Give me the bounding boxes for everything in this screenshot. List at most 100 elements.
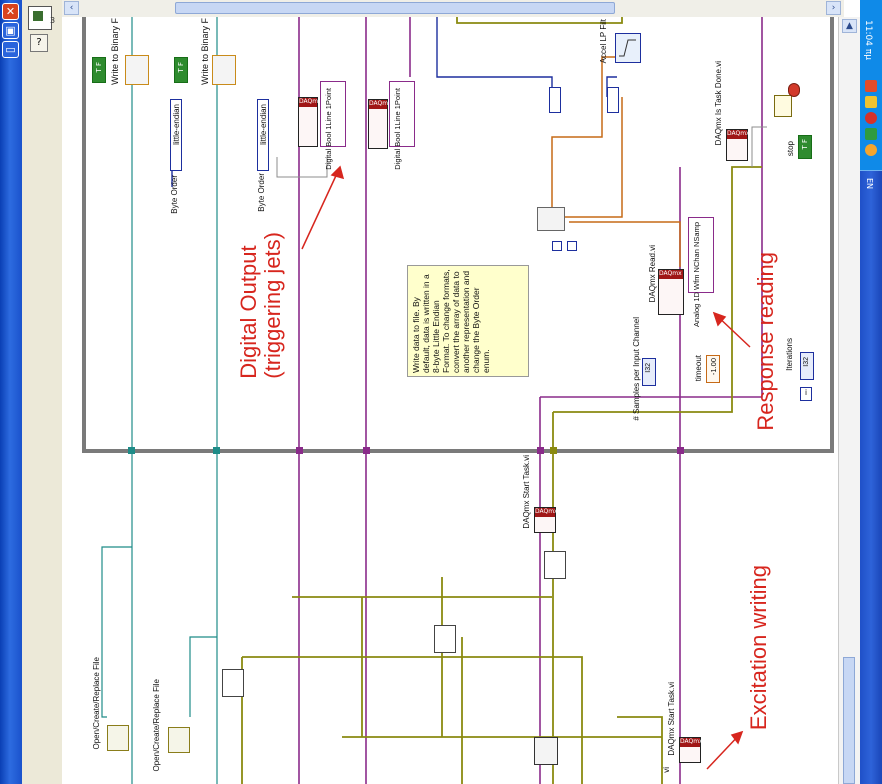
merge-errors-node-2[interactable] [434, 625, 456, 653]
daqmx-tag-read: DAQmx [659, 270, 683, 279]
daqmx-tag-1: DAQmx [299, 98, 322, 107]
index-node-1[interactable] [549, 87, 561, 113]
excitation-writing-annotation: Excitation writing [746, 565, 771, 731]
timeout-label: timeout [694, 355, 703, 382]
language-indicator[interactable]: EN [865, 178, 874, 190]
window-title-bar[interactable]: ✕ ▣ ▭ [0, 0, 22, 784]
stop-tf-constant[interactable]: T F [798, 135, 812, 159]
samples-per-channel-label: # Samples per Input Channel [632, 317, 641, 421]
digital-bool-selector-2[interactable]: Digital Bool 1Line 1Point [389, 81, 415, 170]
tray-icon-3[interactable] [865, 112, 877, 124]
iteration-terminal[interactable]: i [800, 387, 812, 401]
daqmx-start-task-node-1[interactable]: DAQmx [534, 507, 558, 533]
open-create-replace-node-1[interactable] [107, 725, 129, 751]
byte-order-label-1: Byte Order [170, 175, 179, 214]
open-create-replace-node-2[interactable] [168, 727, 190, 753]
daqmx-tag-start-2: DAQmx [680, 738, 703, 747]
daqmx-tag-start-1: DAQmx [535, 508, 558, 517]
horizontal-scrollbar[interactable]: ‹ › [62, 0, 844, 18]
timeout-constant[interactable]: -1.00 [706, 355, 720, 383]
daqmx-read-node[interactable]: DAQmx [658, 269, 684, 315]
index-node-2[interactable] [607, 87, 619, 113]
block-diagram-canvas[interactable]: Write data to file. By default, data is … [62, 17, 838, 784]
stop-label: stop [786, 141, 795, 157]
digital-bool-selector-1[interactable]: Digital Bool 1Line 1Point [320, 81, 346, 170]
samples-constant[interactable]: I32 [642, 358, 656, 386]
byte-order-value-1: little-endian [172, 104, 181, 145]
scroll-left-icon[interactable]: ‹ [64, 1, 79, 15]
minimize-icon[interactable]: ▭ [2, 41, 19, 58]
daqmx-tag-2: DAQmx [369, 100, 392, 109]
digital-bool-text-2: Digital Bool 1Line 1Point [393, 88, 402, 170]
timeout-value: -1.00 [709, 358, 718, 376]
tray-icon-2[interactable] [865, 96, 877, 108]
analog-1d-wfm-text: Analog 1D Wfm NChan NSamp [692, 222, 701, 328]
stop-tf-text: T F [801, 139, 809, 150]
scroll-thumb[interactable] [175, 2, 615, 14]
daqmx-tag-done: DAQmx [727, 130, 750, 139]
write-data-note: Write data to file. By default, data is … [407, 265, 529, 377]
while-loop-frame[interactable] [82, 17, 834, 453]
daqmx-start-task-label-2: DAQmx Start Task.vi [667, 682, 676, 756]
or-function[interactable] [774, 95, 792, 117]
taskbar-clock[interactable]: 11:04 πμ [863, 20, 873, 60]
byte-order-label-2: Byte Order [257, 173, 266, 212]
note-text: Write data to file. By default, data is … [411, 269, 491, 373]
accel-lp-filt-node[interactable] [615, 33, 641, 63]
accel-lp-filt-label: Accel LP Filt [599, 19, 608, 64]
write-binary-label-1: Write to Binary F [110, 18, 120, 85]
tf-constant-1[interactable]: T F [92, 57, 106, 83]
byte-order-enum-1[interactable]: little-endian [170, 99, 182, 171]
tray-icon-5[interactable] [865, 144, 877, 156]
stop-terminal-icon[interactable] [788, 83, 800, 97]
help-icon[interactable]: ? [30, 34, 48, 52]
data-wires-orange [551, 56, 681, 267]
daqmx-is-task-done-label: DAQmx Is Task Done.vi [714, 61, 723, 146]
daqmx-start-task-node-2[interactable]: DAQmx [679, 737, 703, 763]
scroll-up-icon[interactable]: ▲ [842, 19, 857, 33]
merge-errors-node-1[interactable] [544, 551, 566, 579]
byte-order-enum-2[interactable]: little-endian [257, 99, 269, 171]
response-reading-annotation: Response reading [753, 252, 778, 431]
index-constant-0[interactable] [552, 241, 562, 251]
daqmx-read-label: DAQmx Read.vi [648, 245, 657, 303]
digital-bool-text-1: Digital Bool 1Line 1Point [324, 88, 333, 170]
tf-constant-2[interactable]: T F [174, 57, 188, 83]
vi-icon[interactable] [28, 6, 52, 30]
filter-response-icon [619, 39, 636, 57]
diagram-toolbar: 3 ? [22, 0, 63, 784]
write-node-lower[interactable] [534, 737, 558, 765]
index-constant-1[interactable] [567, 241, 577, 251]
build-array-node[interactable] [537, 207, 565, 231]
daqmx-is-task-done-node[interactable]: DAQmx [726, 129, 750, 161]
write-binary-node-1[interactable] [125, 55, 149, 85]
file-refnum-wires [101, 17, 218, 784]
daqmx-write-node-1[interactable]: DAQmx [298, 97, 322, 147]
digital-output-subtitle: (triggering jets) [260, 232, 285, 379]
vertical-scroll-thumb[interactable] [843, 657, 855, 784]
scroll-right-icon[interactable]: › [826, 1, 841, 15]
iterations-value: I32 [803, 357, 810, 367]
analog-1d-wfm-selector[interactable]: Analog 1D Wfm NChan NSamp [688, 217, 714, 327]
iterations-label: Iterations [785, 338, 794, 371]
tray-icon-4[interactable] [865, 128, 877, 140]
maximize-icon[interactable]: ▣ [2, 22, 19, 39]
tf-constant-1-text: T F [95, 62, 103, 73]
vertical-scrollbar[interactable]: ▲ [838, 17, 861, 784]
toolbar-number: 3 [50, 16, 56, 25]
windows-taskbar: 11:04 πμ EN [860, 0, 882, 784]
iterations-indicator[interactable]: I32 [800, 352, 814, 380]
digital-output-title: Digital Output [236, 245, 261, 379]
misc-wires [276, 126, 767, 178]
daqmx-write-node-2[interactable]: DAQmx [368, 99, 392, 149]
write-binary-node-2[interactable] [212, 55, 236, 85]
samples-constant-text: I32 [645, 363, 652, 373]
open-create-replace-label-1: Open/Create/Replace File [92, 657, 101, 750]
vi-suffix-label: vi [662, 767, 671, 773]
write-binary-label-2: Write to Binary F [200, 18, 210, 85]
tf-constant-2-text: T F [177, 62, 185, 73]
tray-icon-1[interactable] [865, 80, 877, 92]
open-create-replace-label-2: Open/Create/Replace File [152, 679, 161, 772]
close-icon[interactable]: ✕ [2, 3, 19, 20]
merge-errors-node-3[interactable] [222, 669, 244, 697]
